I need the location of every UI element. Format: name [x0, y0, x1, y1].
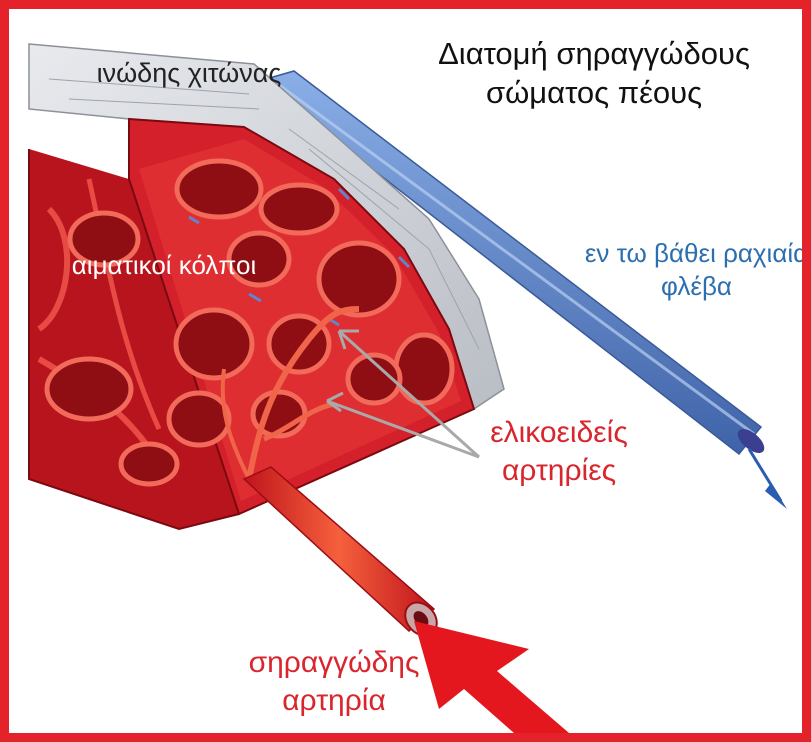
helicine-arteries-label: ελικοειδείς αρτηρίες — [439, 414, 679, 489]
blood-sinuses-label: αιματικοί κόλποι — [69, 249, 259, 282]
cavernous-artery-label: σηραγγώδης αρτηρία — [214, 644, 454, 719]
figure-title: Διατομή σηραγγώδους σώματος πέους — [404, 35, 784, 113]
penis-cross-section-illustration — [9, 9, 802, 733]
deep-dorsal-vein-label: εν τω βάθει ραχιαία φλέβα — [584, 237, 809, 302]
tunica-albuginea-label: ινώδης χιτώνας — [89, 57, 289, 91]
cavernous-artery-shape — [244, 467, 443, 642]
